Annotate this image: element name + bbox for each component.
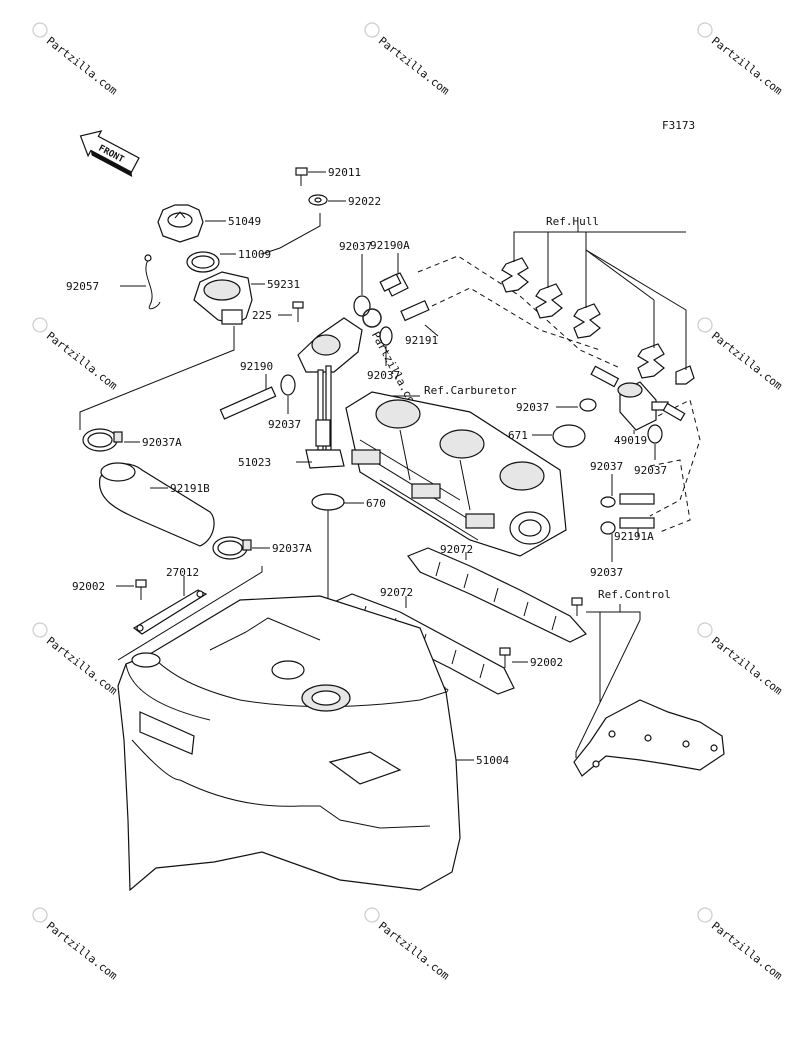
callout-92191B: 92191B bbox=[170, 482, 210, 495]
hose-92191b bbox=[98, 462, 215, 547]
callout-11009: 11009 bbox=[238, 248, 271, 261]
ref-hull: Ref.Hull bbox=[546, 215, 599, 228]
hose-92191a bbox=[619, 517, 655, 529]
callout-51049: 51049 bbox=[228, 215, 261, 228]
bolt-92002-right bbox=[499, 647, 511, 668]
callout-92002-left: 92002 bbox=[72, 580, 105, 593]
clip-92037-e bbox=[647, 424, 663, 444]
front-arrow-icon: FRONT bbox=[79, 130, 140, 178]
watermark-text: Partzilla.com bbox=[44, 634, 120, 697]
callout-51004: 51004 bbox=[476, 754, 509, 767]
watermark-text: Partzilla.com bbox=[709, 34, 785, 97]
hose-92190a bbox=[379, 272, 409, 297]
callout-671: 671 bbox=[508, 429, 528, 442]
washer-92022 bbox=[308, 194, 328, 206]
strap-27012 bbox=[132, 589, 208, 635]
clip-92037-a bbox=[353, 295, 371, 317]
callout-92037-a: 92037 bbox=[339, 240, 372, 253]
gasket-11009 bbox=[186, 251, 220, 273]
fuel-cap-51049 bbox=[157, 204, 204, 243]
callout-92037A-top: 92037A bbox=[142, 436, 182, 449]
clip-92037-f bbox=[600, 496, 616, 508]
callout-92191: 92191 bbox=[405, 334, 438, 347]
callout-92072-right: 92072 bbox=[440, 543, 473, 556]
ref-carburetor: Ref.Carburetor bbox=[424, 384, 517, 397]
watermark-text: Partzilla.com bbox=[44, 34, 120, 97]
clip-92037-c bbox=[280, 374, 296, 396]
clip-92037-g bbox=[600, 521, 616, 535]
callout-92072-left: 92072 bbox=[380, 586, 413, 599]
hose-small-right bbox=[662, 402, 686, 422]
callout-92057: 92057 bbox=[66, 280, 99, 293]
bolt-92002-left bbox=[135, 579, 147, 600]
callout-92037A-bottom: 92037A bbox=[272, 542, 312, 555]
diagram-id: F3173 bbox=[662, 119, 695, 132]
watermark-text: Partzilla.com bbox=[376, 919, 452, 982]
o-ring-670 bbox=[311, 493, 345, 511]
filler-neck-59231 bbox=[193, 271, 253, 325]
callout-225: 225 bbox=[252, 309, 272, 322]
hose-upper-right bbox=[619, 493, 655, 505]
callout-92002-right: 92002 bbox=[530, 656, 563, 669]
callout-92037-c: 92037 bbox=[268, 418, 301, 431]
watermark-text: Partzilla.com bbox=[44, 329, 120, 392]
callout-92037-f: 92037 bbox=[590, 460, 623, 473]
hose-92190 bbox=[219, 386, 277, 420]
hull-clips bbox=[501, 257, 695, 385]
hose-92191 bbox=[400, 299, 430, 322]
fuel-filter-49019 bbox=[617, 381, 669, 431]
callout-27012: 27012 bbox=[166, 566, 199, 579]
screw-225 bbox=[292, 301, 304, 322]
hose-small-upper bbox=[590, 365, 620, 388]
callout-49019: 49019 bbox=[614, 434, 647, 447]
pad-92072-right bbox=[407, 547, 587, 643]
callout-92037-g: 92037 bbox=[590, 566, 623, 579]
watermark-text: Partzilla.com bbox=[709, 634, 785, 697]
control-bracket bbox=[573, 699, 725, 777]
callout-92191A: 92191A bbox=[614, 530, 654, 543]
carburetor-assembly bbox=[345, 391, 567, 557]
callout-92190: 92190 bbox=[240, 360, 273, 373]
callout-92037-d: 92037 bbox=[516, 401, 549, 414]
watermark-text: Partzilla.com bbox=[44, 919, 120, 982]
o-ring-671 bbox=[552, 424, 586, 448]
fuel-tank-51004 bbox=[117, 595, 461, 892]
ref-control: Ref.Control bbox=[598, 588, 671, 601]
bolt-ref-control bbox=[571, 597, 583, 616]
clip-92037-b bbox=[379, 326, 393, 346]
callout-92022: 92022 bbox=[348, 195, 381, 208]
watermark-text: Partzilla.com bbox=[709, 329, 785, 392]
callout-92037-e: 92037 bbox=[634, 464, 667, 477]
clamp-92037a-bottom bbox=[212, 536, 252, 560]
callout-92011: 92011 bbox=[328, 166, 361, 179]
callout-51023: 51023 bbox=[238, 456, 271, 469]
clip-92037-d bbox=[579, 398, 597, 412]
bolt-92011 bbox=[295, 167, 308, 186]
callout-670: 670 bbox=[366, 497, 386, 510]
strap-92057 bbox=[144, 254, 161, 310]
watermark-text: Partzilla.com bbox=[709, 919, 785, 982]
callout-92190A: 92190A bbox=[370, 239, 410, 252]
callout-92037-b: 92037 bbox=[367, 369, 400, 382]
fuel-tap-51023 bbox=[297, 317, 363, 469]
clamp-92037a-top bbox=[82, 428, 123, 452]
callout-59231: 59231 bbox=[267, 278, 300, 291]
watermark-text: Partzilla.com bbox=[376, 34, 452, 97]
